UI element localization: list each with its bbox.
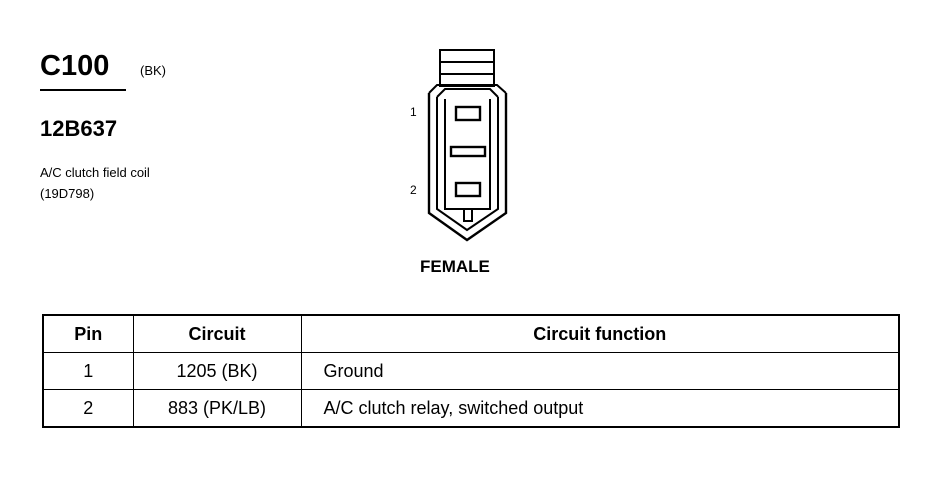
pinout-table: Pin Circuit Circuit function 1 1205 (BK)… bbox=[42, 314, 900, 428]
part-number: 12B637 bbox=[40, 116, 118, 141]
header-circuit: Circuit bbox=[132, 314, 302, 353]
cell-pin: 2 bbox=[42, 389, 134, 428]
component-name: A/C clutch field coil bbox=[40, 165, 150, 180]
cell-circuit: 1205 (BK) bbox=[132, 352, 302, 390]
table-header-row: Pin Circuit Circuit function bbox=[42, 314, 900, 353]
pin-1-cavity bbox=[454, 105, 482, 122]
table-row: 1 1205 (BK) Ground bbox=[42, 352, 900, 390]
connector-outer-shell bbox=[427, 93, 508, 242]
cell-pin: 1 bbox=[42, 352, 134, 390]
header-pin: Pin bbox=[42, 314, 134, 353]
connector-id: C100 bbox=[40, 50, 110, 82]
connector-latch bbox=[439, 49, 495, 87]
connector-face-drawing bbox=[427, 49, 508, 242]
cell-circuit-function: A/C clutch relay, switched output bbox=[300, 389, 900, 428]
pin-label-1: 1 bbox=[410, 105, 417, 119]
pin-2-cavity bbox=[454, 181, 482, 198]
header-circuit-function: Circuit function bbox=[300, 314, 900, 353]
cell-circuit-function: Ground bbox=[300, 352, 900, 390]
connector-gender: FEMALE bbox=[420, 257, 490, 276]
pin-label-2: 2 bbox=[410, 183, 417, 197]
connector-color: (BK) bbox=[140, 63, 166, 78]
component-code: (19D798) bbox=[40, 186, 95, 201]
polarization-tab bbox=[463, 208, 473, 222]
cell-circuit: 883 (PK/LB) bbox=[132, 389, 302, 428]
connector-id-underline bbox=[40, 89, 126, 91]
table-row: 2 883 (PK/LB) A/C clutch relay, switched… bbox=[42, 389, 900, 428]
connector-shoulder bbox=[428, 84, 507, 98]
center-key bbox=[449, 145, 487, 158]
connector-inner-shell bbox=[436, 97, 499, 232]
